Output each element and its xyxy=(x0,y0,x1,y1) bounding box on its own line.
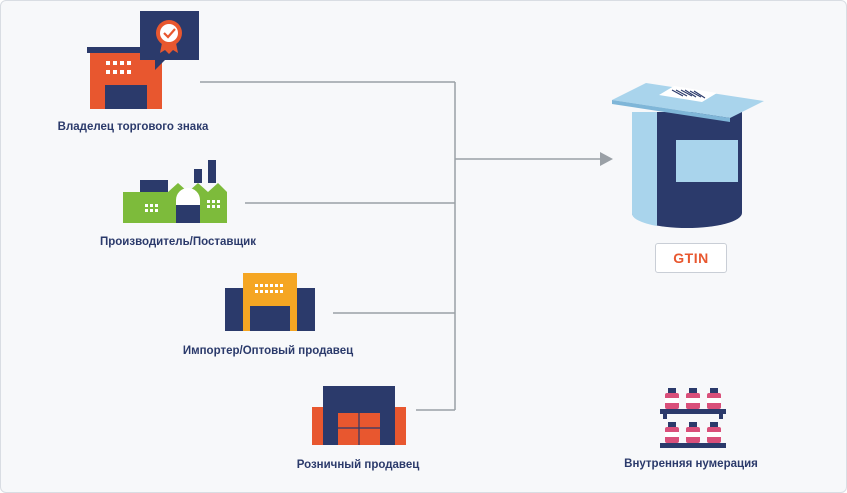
label-brand-owner: Владелец торгового знака xyxy=(57,121,209,133)
arrow-head-icon xyxy=(600,152,613,166)
gtin-label: GTIN xyxy=(673,250,709,266)
label-importer: Импортер/Оптовый продавец xyxy=(182,345,354,357)
label-internal-numbering: Внутренняя нумерация xyxy=(624,458,758,470)
factory-badge-icon xyxy=(87,11,199,109)
green-factory-icon xyxy=(123,160,227,223)
tub-barcode-icon xyxy=(612,83,764,228)
connector-lines xyxy=(200,81,602,411)
gtin-label-box: GTIN xyxy=(655,243,727,273)
warehouse-icon xyxy=(225,273,315,331)
shelf-bottles-icon xyxy=(660,388,726,448)
label-manufacturer: Производитель/Поставщик xyxy=(99,236,257,248)
store-icon xyxy=(312,386,406,445)
label-retailer: Розничный продавец xyxy=(296,459,420,471)
